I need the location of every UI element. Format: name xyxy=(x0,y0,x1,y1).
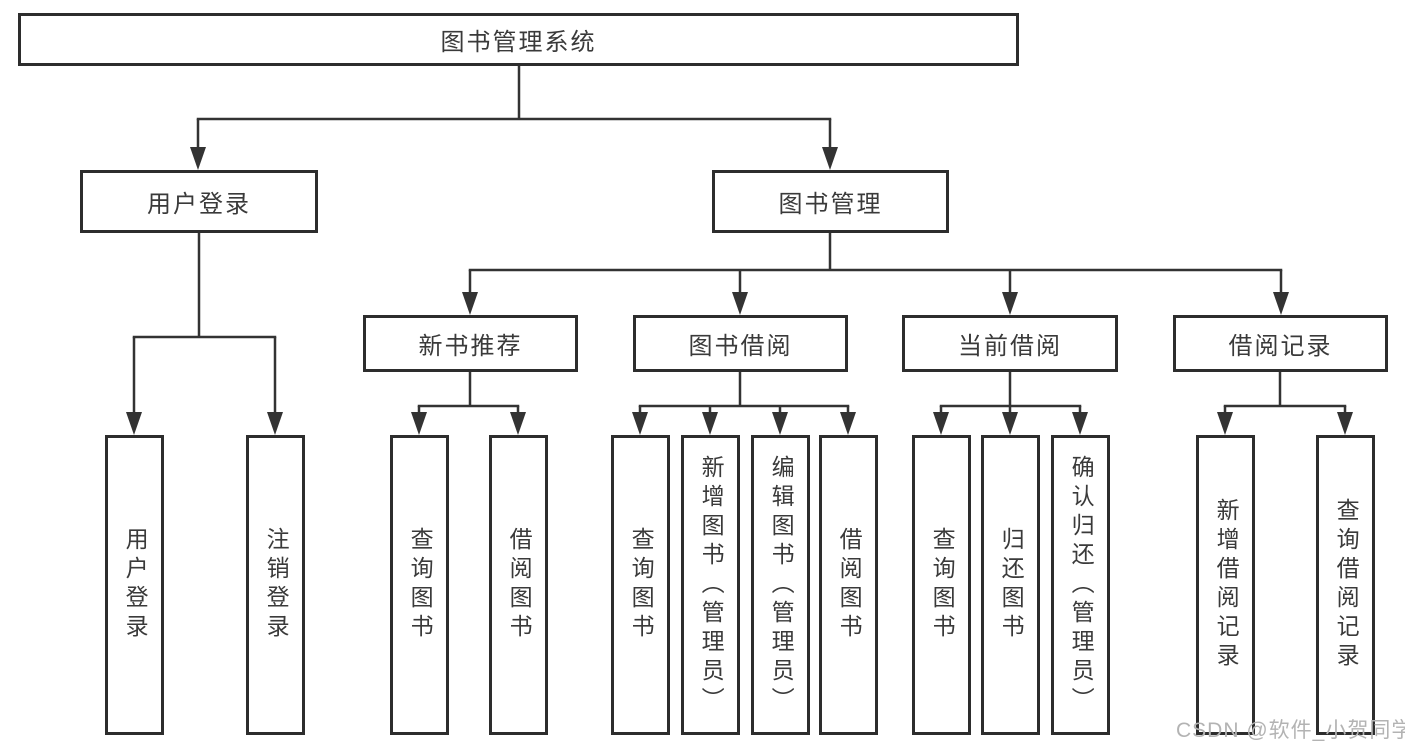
arrowhead xyxy=(772,412,788,435)
node-new-book-recommend: 新书推荐 xyxy=(363,315,578,372)
connector-current-borrowing-to-leaves xyxy=(933,372,1088,435)
leaf-recommend-query-books: 查询图书 xyxy=(390,435,449,735)
arrowhead xyxy=(822,147,838,170)
node-current-borrowing-label: 当前借阅 xyxy=(958,333,1062,360)
node-book-borrowing-label: 图书借阅 xyxy=(688,333,793,360)
arrowhead xyxy=(1337,412,1353,435)
node-root-label: 图书管理系统 xyxy=(440,29,597,56)
leaf-recommend-query-books-label: 查询图书 xyxy=(407,527,434,643)
connector-root-to-level2 xyxy=(190,66,838,170)
leaf-borrowing-borrow-books-label: 借阅图书 xyxy=(836,527,863,643)
leaf-current-query-books: 查询图书 xyxy=(912,435,971,735)
leaf-borrowing-add-books-label: 新增图书（管理员） xyxy=(698,454,725,716)
leaf-current-confirm-return-label: 确认归还（管理员） xyxy=(1068,454,1095,716)
watermark-text: CSDN @软件_小贺同学 xyxy=(1176,719,1405,742)
arrowhead xyxy=(1273,292,1289,315)
node-book-borrowing: 图书借阅 xyxy=(633,315,848,372)
arrowhead xyxy=(267,412,283,435)
leaf-user-login: 用户登录 xyxy=(105,435,164,735)
node-borrowing-records: 借阅记录 xyxy=(1173,315,1388,372)
arrowhead xyxy=(632,412,648,435)
leaf-records-add-record: 新增借阅记录 xyxy=(1196,435,1255,735)
arrowhead xyxy=(462,292,478,315)
leaf-logout: 注销登录 xyxy=(246,435,305,735)
leaf-borrowing-borrow-books: 借阅图书 xyxy=(819,435,878,735)
leaf-current-return-books: 归还图书 xyxy=(981,435,1040,735)
connector-borrowing-records-to-leaves xyxy=(1217,372,1353,435)
arrowhead xyxy=(933,412,949,435)
node-book-management: 图书管理 xyxy=(712,170,949,233)
arrowhead xyxy=(411,412,427,435)
connector-new-book-recommend-to-leaves xyxy=(411,372,526,435)
connector-book-management-to-level3 xyxy=(462,233,1289,315)
leaf-borrowing-edit-books-label: 编辑图书（管理员） xyxy=(768,454,795,716)
arrowhead xyxy=(1002,292,1018,315)
arrowhead xyxy=(1072,412,1088,435)
node-user-login: 用户登录 xyxy=(80,170,318,233)
leaf-user-login-label: 用户登录 xyxy=(122,527,149,643)
node-current-borrowing: 当前借阅 xyxy=(902,315,1118,372)
leaf-records-query-record: 查询借阅记录 xyxy=(1316,435,1375,735)
arrowhead xyxy=(126,412,142,435)
leaf-current-confirm-return: 确认归还（管理员） xyxy=(1051,435,1110,735)
leaf-borrowing-edit-books: 编辑图书（管理员） xyxy=(751,435,810,735)
arrowhead xyxy=(702,412,718,435)
arrowhead xyxy=(1002,412,1018,435)
leaf-recommend-borrow-books-label: 借阅图书 xyxy=(506,527,533,643)
leaf-recommend-borrow-books: 借阅图书 xyxy=(489,435,548,735)
arrowhead xyxy=(510,412,526,435)
node-new-book-recommend-label: 新书推荐 xyxy=(418,333,523,360)
arrowhead xyxy=(1217,412,1233,435)
leaf-borrowing-add-books: 新增图书（管理员） xyxy=(681,435,740,735)
leaf-records-add-record-label: 新增借阅记录 xyxy=(1213,498,1240,672)
leaf-records-query-record-label: 查询借阅记录 xyxy=(1333,498,1360,672)
node-user-login-label: 用户登录 xyxy=(147,191,251,218)
arrowhead xyxy=(732,292,748,315)
node-root: 图书管理系统 xyxy=(18,13,1019,66)
leaf-borrowing-query-books-label: 查询图书 xyxy=(628,527,655,643)
leaf-borrowing-query-books: 查询图书 xyxy=(611,435,670,735)
connector-user-login-to-leaves xyxy=(126,233,283,435)
arrowhead xyxy=(190,147,206,170)
node-book-management-label: 图书管理 xyxy=(778,191,883,218)
node-borrowing-records-label: 借阅记录 xyxy=(1228,333,1333,360)
leaf-current-return-books-label: 归还图书 xyxy=(998,527,1025,643)
arrowhead xyxy=(840,412,856,435)
leaf-current-query-books-label: 查询图书 xyxy=(929,527,956,643)
connector-book-borrowing-to-leaves xyxy=(632,372,856,435)
leaf-logout-label: 注销登录 xyxy=(263,527,290,643)
